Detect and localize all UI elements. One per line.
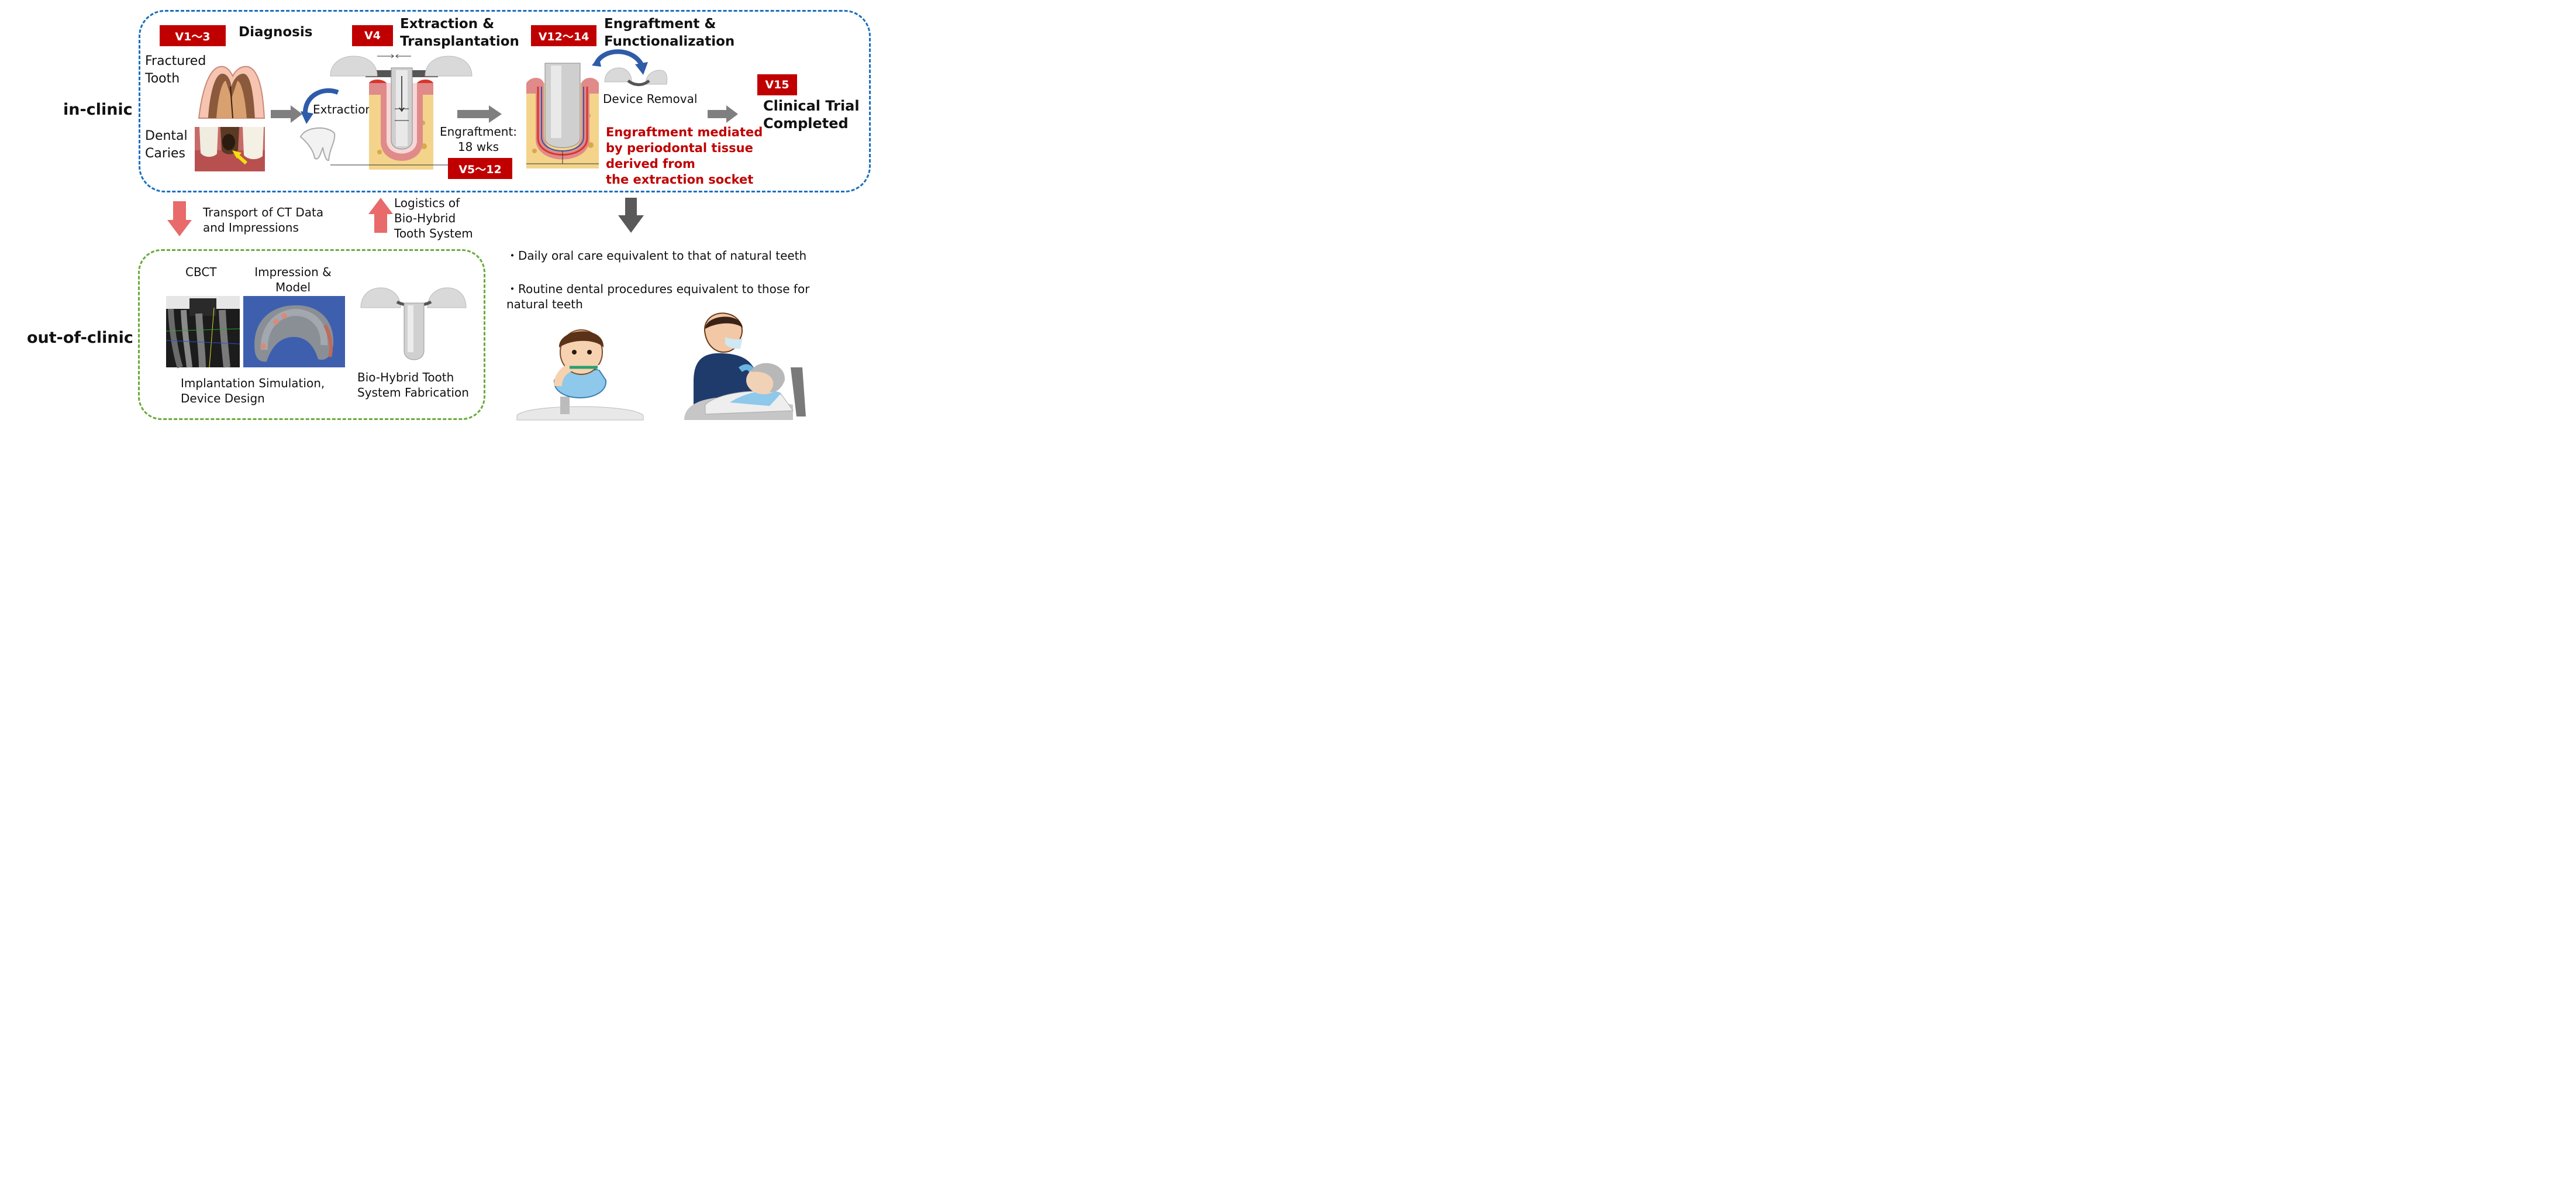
out-of-clinic-label: out-of-clinic (27, 329, 133, 347)
in-clinic-region (139, 10, 871, 192)
flow-arrow-3-icon (708, 105, 738, 123)
badge-v12-14: V12〜14 (531, 25, 596, 46)
diagnosis-title: Diagnosis (239, 25, 313, 40)
fabrication-label: Bio-Hybrid Tooth System Fabrication (357, 370, 469, 400)
logistics-up-arrow-icon (368, 198, 393, 233)
badge-v4: V4 (352, 25, 393, 46)
clinical-trial-completed-title: Clinical Trial Completed (763, 98, 860, 132)
simulation-design-label: Implantation Simulation, Device Design (181, 376, 325, 405)
bio-hybrid-device-illustration (360, 287, 467, 360)
device-removal-label: Device Removal (603, 92, 698, 106)
outcome-item-1: ・Daily oral care equivalent to that of n… (506, 249, 807, 263)
device-removal-curved-arrow-icon (592, 49, 648, 75)
outcome-item-2: ・Routine dental procedures equivalent to… (506, 282, 810, 311)
dental-caries-photo (195, 127, 265, 171)
engrafted-device-illustration (526, 63, 599, 168)
transplantation-device-illustration (330, 54, 473, 170)
extraction-title: Extraction & Transplantation (400, 16, 519, 49)
badge-v1-3: V1〜3 (160, 25, 226, 46)
transport-down-arrow-icon (167, 201, 192, 236)
engraftment-mechanism-note: Engraftment mediated by periodontal tiss… (606, 125, 763, 187)
functionalization-title: Engraftment & Functionalization (604, 16, 735, 49)
child-brushing-illustration (516, 329, 644, 421)
extraction-step-label: Extraction (313, 102, 373, 116)
outcome-down-arrow-icon (618, 198, 644, 233)
dentist-patient-illustration (684, 312, 806, 420)
in-clinic-label: in-clinic (63, 101, 133, 119)
engraftment-period-label: Engraftment: 18 wks (439, 125, 518, 154)
impression-model-label: Impression & Model (254, 265, 332, 294)
cbct-scan-image (165, 296, 240, 369)
extracted-tooth-illustration (299, 127, 336, 161)
impression-model-photo (243, 296, 345, 367)
extraction-curved-arrow-icon (301, 88, 339, 124)
badge-v5-12: V5〜12 (448, 158, 512, 179)
flow-arrow-1-icon (271, 105, 302, 123)
fractured-tooth-label: Fractured Tooth (145, 54, 206, 86)
caries-pointer-arrow-icon (232, 150, 242, 159)
out-of-clinic-region (138, 249, 485, 420)
logistics-label: Logistics of Bio-Hybrid Tooth System (394, 196, 473, 240)
dental-caries-label: Dental Caries (145, 129, 188, 161)
removed-device-illustration (604, 67, 668, 87)
badge-v15: V15 (757, 74, 797, 95)
transport-label: Transport of CT Data and Impressions (203, 205, 324, 235)
flow-arrow-2-icon (457, 105, 502, 123)
cbct-label: CBCT (185, 265, 217, 279)
fractured-tooth-illustration (198, 66, 265, 119)
